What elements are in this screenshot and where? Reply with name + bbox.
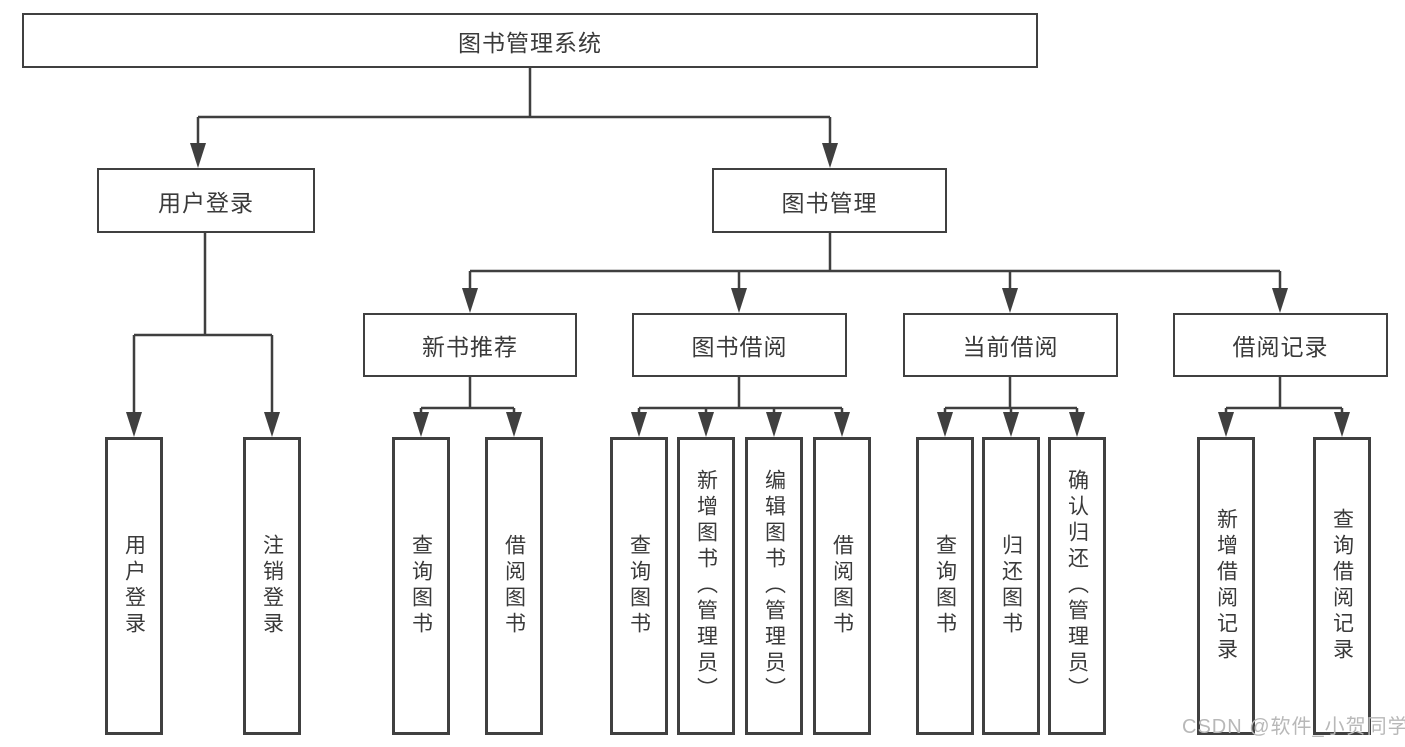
leaf-confirm-return-admin: 确认归还（管理员） <box>1048 437 1106 735</box>
leaf-add-book-admin: 新增图书（管理员） <box>677 437 735 735</box>
leaf-query-borrow-record: 查询借阅记录 <box>1313 437 1371 735</box>
node-user-login: 用户登录 <box>97 168 315 233</box>
leaf-logout: 注销登录 <box>243 437 301 735</box>
node-new-book-recommend: 新书推荐 <box>363 313 577 377</box>
node-current-borrow: 当前借阅 <box>903 313 1118 377</box>
leaf-borrow-books: 借阅图书 <box>813 437 871 735</box>
leaf-return-book: 归还图书 <box>982 437 1040 735</box>
node-book-management: 图书管理 <box>712 168 947 233</box>
leaf-add-borrow-record: 新增借阅记录 <box>1197 437 1255 735</box>
arrowheads <box>126 143 1350 437</box>
leaf-query-books-borrow: 查询图书 <box>610 437 668 735</box>
leaf-user-login: 用户登录 <box>105 437 163 735</box>
leaf-query-books-recommend: 查询图书 <box>392 437 450 735</box>
node-root: 图书管理系统 <box>22 13 1038 68</box>
leaf-query-books-current: 查询图书 <box>916 437 974 735</box>
node-borrow-records: 借阅记录 <box>1173 313 1388 377</box>
leaf-edit-book-admin: 编辑图书（管理员） <box>745 437 803 735</box>
node-book-borrow: 图书借阅 <box>632 313 847 377</box>
watermark: CSDN @软件_小贺同学 <box>1182 716 1405 738</box>
leaf-borrow-books-recommend: 借阅图书 <box>485 437 543 735</box>
